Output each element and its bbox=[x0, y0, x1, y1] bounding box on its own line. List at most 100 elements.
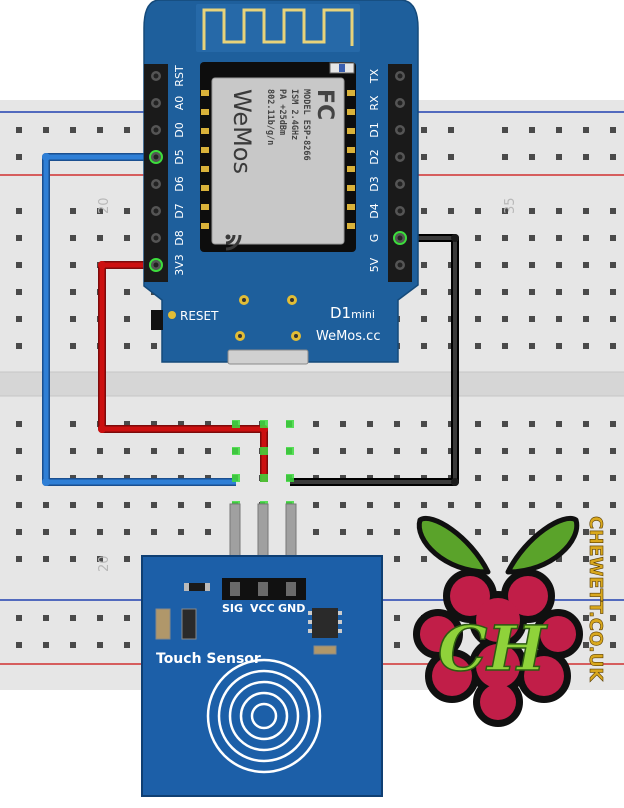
logo-vertical-text: CHEWETT.CO.UK bbox=[585, 516, 606, 682]
breadboard-hole bbox=[97, 448, 103, 454]
breadboard-hole bbox=[556, 262, 562, 268]
breadboard-hole bbox=[556, 127, 562, 133]
breadboard-hole bbox=[502, 529, 508, 535]
breadboard-hole bbox=[556, 343, 562, 349]
breadboard-hole bbox=[394, 642, 400, 648]
connected-hole bbox=[286, 447, 294, 455]
breadboard-hole bbox=[70, 289, 76, 295]
breadboard-hole bbox=[529, 262, 535, 268]
breadboard-hole bbox=[475, 475, 481, 481]
breadboard-hole bbox=[610, 343, 616, 349]
breadboard-hole bbox=[610, 289, 616, 295]
breadboard-hole bbox=[16, 289, 22, 295]
breadboard-hole bbox=[70, 556, 76, 562]
breadboard-hole bbox=[178, 502, 184, 508]
breadboard-hole bbox=[16, 475, 22, 481]
breadboard-hole bbox=[340, 529, 346, 535]
breadboard-hole bbox=[16, 154, 22, 160]
breadboard-hole bbox=[43, 502, 49, 508]
breadboard-hole bbox=[124, 421, 130, 427]
sensor-chip bbox=[312, 608, 338, 638]
breadboard-hole bbox=[70, 235, 76, 241]
module-model: MODEL ESP-8266 bbox=[301, 89, 311, 161]
breadboard-hole bbox=[394, 615, 400, 621]
breadboard-hole bbox=[502, 262, 508, 268]
pin-label-3v3: 3V3 bbox=[173, 254, 186, 276]
breadboard-hole bbox=[529, 475, 535, 481]
breadboard-hole bbox=[124, 615, 130, 621]
breadboard-hole bbox=[610, 316, 616, 322]
connected-hole bbox=[286, 474, 294, 482]
breadboard-hole bbox=[394, 421, 400, 427]
breadboard-hole bbox=[529, 448, 535, 454]
touch-sensor-module: SIG VCC GND Touch Sensor bbox=[141, 503, 383, 797]
esp8266-shield bbox=[211, 77, 345, 245]
breadboard-hole bbox=[502, 556, 508, 562]
breadboard-hole bbox=[16, 208, 22, 214]
breadboard-hole bbox=[205, 448, 211, 454]
breadboard-hole bbox=[97, 127, 103, 133]
column-number: 35 bbox=[503, 197, 518, 214]
breadboard-hole bbox=[421, 262, 427, 268]
smd-capacitor bbox=[155, 608, 171, 640]
breadboard-hole bbox=[610, 421, 616, 427]
breadboard-hole bbox=[556, 502, 562, 508]
breadboard-hole bbox=[502, 316, 508, 322]
pin-label-rst: RST bbox=[173, 65, 186, 87]
board-title: D1 bbox=[330, 304, 351, 322]
smd-component bbox=[313, 645, 337, 655]
breadboard-hole bbox=[556, 208, 562, 214]
breadboard-hole bbox=[475, 235, 481, 241]
reset-button[interactable] bbox=[151, 310, 163, 330]
breadboard-hole bbox=[16, 235, 22, 241]
sensor-title: Touch Sensor bbox=[156, 651, 261, 667]
breadboard-hole bbox=[583, 475, 589, 481]
breadboard-hole bbox=[70, 262, 76, 268]
breadboard-hole bbox=[16, 529, 22, 535]
connected-hole bbox=[232, 474, 240, 482]
breadboard-hole bbox=[529, 642, 535, 648]
breadboard-hole bbox=[151, 529, 157, 535]
breadboard-hole bbox=[16, 556, 22, 562]
breadboard-hole bbox=[556, 448, 562, 454]
pin-label-d7: D7 bbox=[173, 203, 186, 218]
breadboard-hole bbox=[151, 448, 157, 454]
breadboard-hole bbox=[70, 529, 76, 535]
breadboard-hole bbox=[340, 421, 346, 427]
breadboard-hole bbox=[610, 642, 616, 648]
breadboard-hole bbox=[475, 208, 481, 214]
logo-monogram: CH bbox=[438, 612, 548, 685]
breadboard-hole bbox=[151, 421, 157, 427]
breadboard-hole bbox=[70, 343, 76, 349]
breadboard-hole bbox=[313, 529, 319, 535]
breadboard-hole bbox=[97, 502, 103, 508]
breadboard-hole bbox=[475, 316, 481, 322]
breadboard-hole bbox=[610, 262, 616, 268]
breadboard-hole bbox=[556, 316, 562, 322]
breadboard-hole bbox=[502, 289, 508, 295]
breadboard-hole bbox=[97, 642, 103, 648]
breadboard-hole bbox=[421, 208, 427, 214]
breadboard-hole bbox=[610, 208, 616, 214]
pin-label-d0: D0 bbox=[173, 122, 186, 137]
breadboard-hole bbox=[205, 421, 211, 427]
breadboard-hole bbox=[610, 556, 616, 562]
breadboard-hole bbox=[583, 316, 589, 322]
breadboard-hole bbox=[610, 615, 616, 621]
breadboard-hole bbox=[394, 556, 400, 562]
breadboard-hole bbox=[97, 615, 103, 621]
pin-label-a0: A0 bbox=[173, 96, 186, 111]
breadboard-hole bbox=[556, 421, 562, 427]
module-pa: PA +25dBm bbox=[277, 89, 287, 135]
breadboard-hole bbox=[583, 529, 589, 535]
breadboard-hole bbox=[124, 502, 130, 508]
breadboard-hole bbox=[502, 421, 508, 427]
breadboard-hole bbox=[610, 154, 616, 160]
smd-resistor bbox=[184, 583, 210, 591]
breadboard-hole bbox=[583, 642, 589, 648]
breadboard-hole bbox=[583, 262, 589, 268]
sensor-pin-gnd: GND bbox=[278, 602, 305, 615]
breadboard-hole bbox=[313, 502, 319, 508]
breadboard-hole bbox=[610, 235, 616, 241]
touch-pad-icon[interactable] bbox=[206, 658, 322, 774]
